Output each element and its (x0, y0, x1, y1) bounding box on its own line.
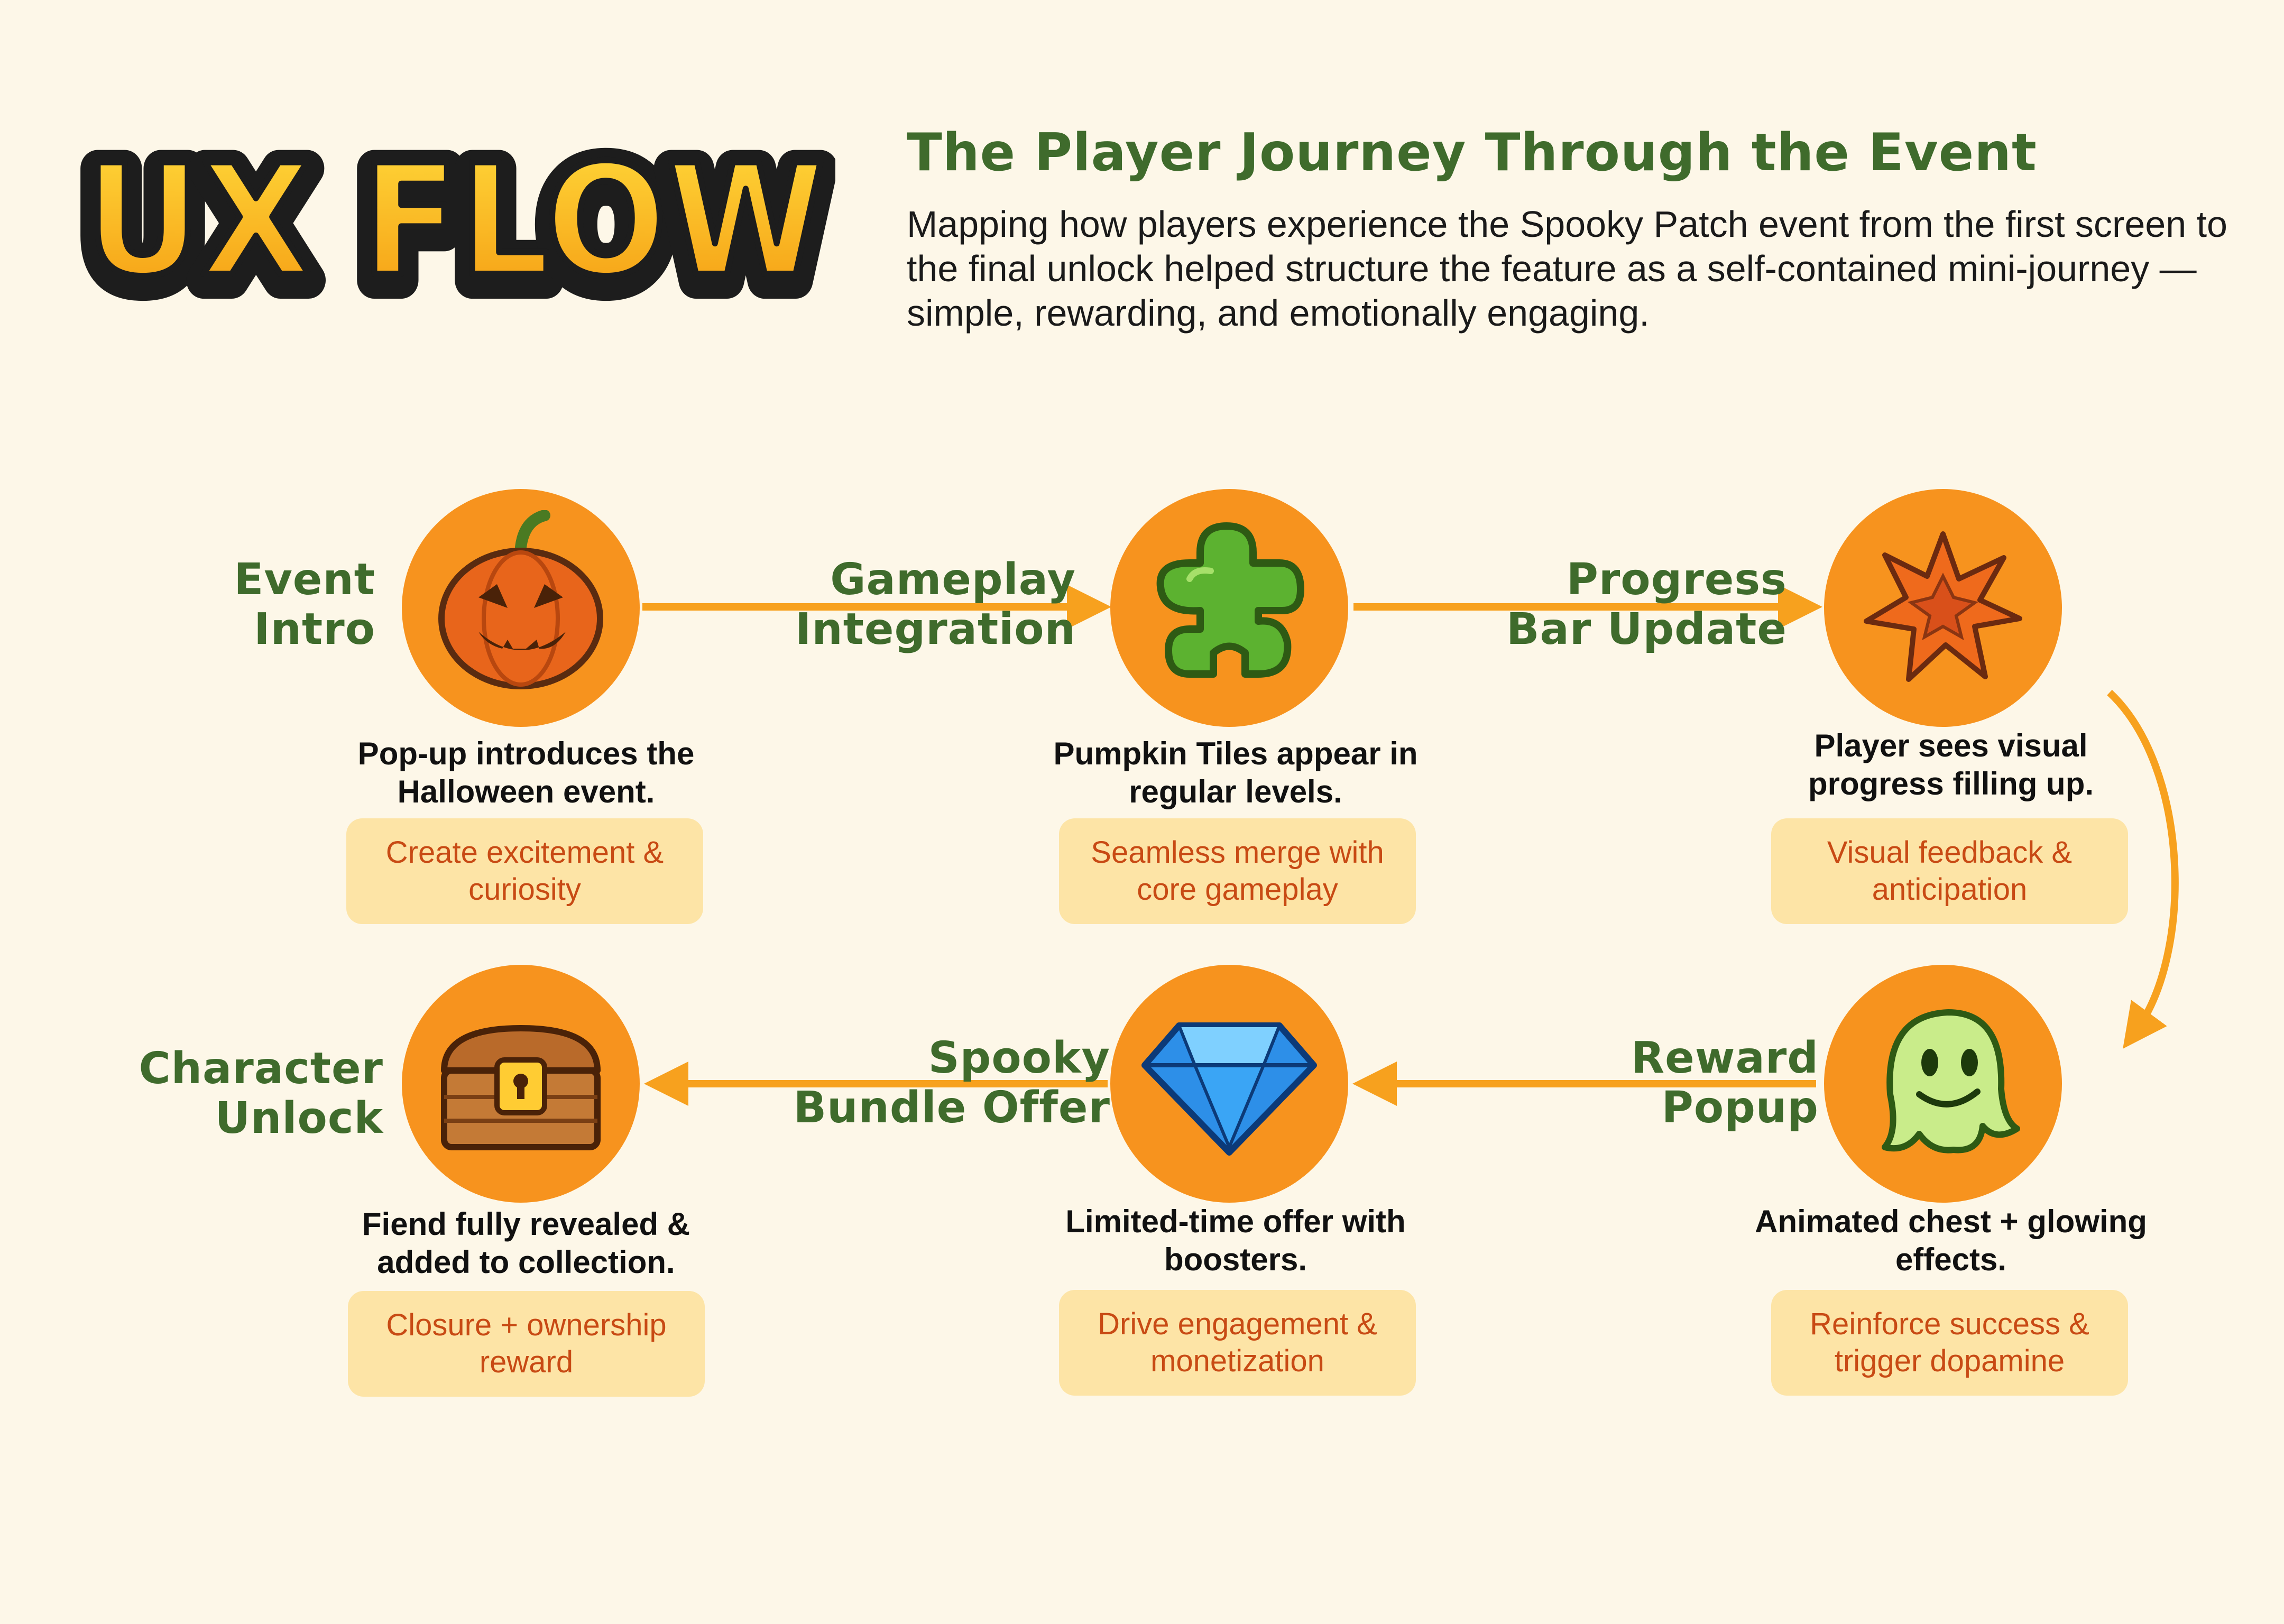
step-title-event-intro: Event Intro (234, 555, 375, 654)
pumpkin-icon (438, 510, 603, 689)
step-goal-character-unlock: Closure + ownership reward (348, 1291, 705, 1397)
step-goal-event-intro: Create excitement & curiosity (346, 818, 703, 924)
step-goal-spooky-bundle-offer: Drive engagement & monetization (1059, 1290, 1416, 1396)
step-description-character-unlock: Fiend fully revealed & added to collecti… (362, 1206, 690, 1280)
puzzle-piece-icon (1156, 522, 1304, 678)
treasure-chest-icon (441, 1025, 601, 1150)
logo-text-shadow: UX FLOW (85, 139, 825, 317)
gem-icon (1141, 1022, 1317, 1156)
step-goal-gameplay-integration: Seamless merge with core gameplay (1059, 818, 1416, 924)
step-title-gameplay-integration: Gameplay Integration (795, 555, 1076, 654)
step-title-reward-popup: Reward Popup (1631, 1033, 1819, 1133)
arrow-progress-to-reward (2107, 689, 2179, 1049)
star-burst-icon (1864, 531, 2022, 682)
step-description-event-intro: Pop-up introduces the Halloween event. (357, 736, 695, 809)
logo-text: UX FLOW (85, 132, 825, 310)
ghost-icon (1882, 1009, 2020, 1154)
step-description-gameplay-integration: Pumpkin Tiles appear in regular levels. (1053, 736, 1418, 809)
page-title: The Player Journey Through the Event (907, 123, 2037, 183)
step-title-character-unlock: Character Unlock (139, 1044, 383, 1143)
step-title-spooky-bundle-offer: Spooky Bundle Offer (793, 1033, 1110, 1133)
intro-paragraph: Mapping how players experience the Spook… (907, 204, 2227, 334)
step-title-progress-bar-update: Progress Bar Update (1506, 555, 1787, 654)
step-goal-progress-bar-update: Visual feedback & anticipation (1771, 818, 2128, 924)
step-description-progress-bar-update: Player sees visual progress filling up. (1808, 728, 2094, 801)
step-goal-reward-popup: Reinforce success & trigger dopamine (1771, 1290, 2128, 1396)
ux-flow-logo: UX FLOW UX FLOW (74, 127, 835, 317)
step-description-spooky-bundle-offer: Limited-time offer with boosters. (1065, 1204, 1406, 1277)
step-description-reward-popup: Animated chest + glowing effects. (1755, 1204, 2147, 1277)
